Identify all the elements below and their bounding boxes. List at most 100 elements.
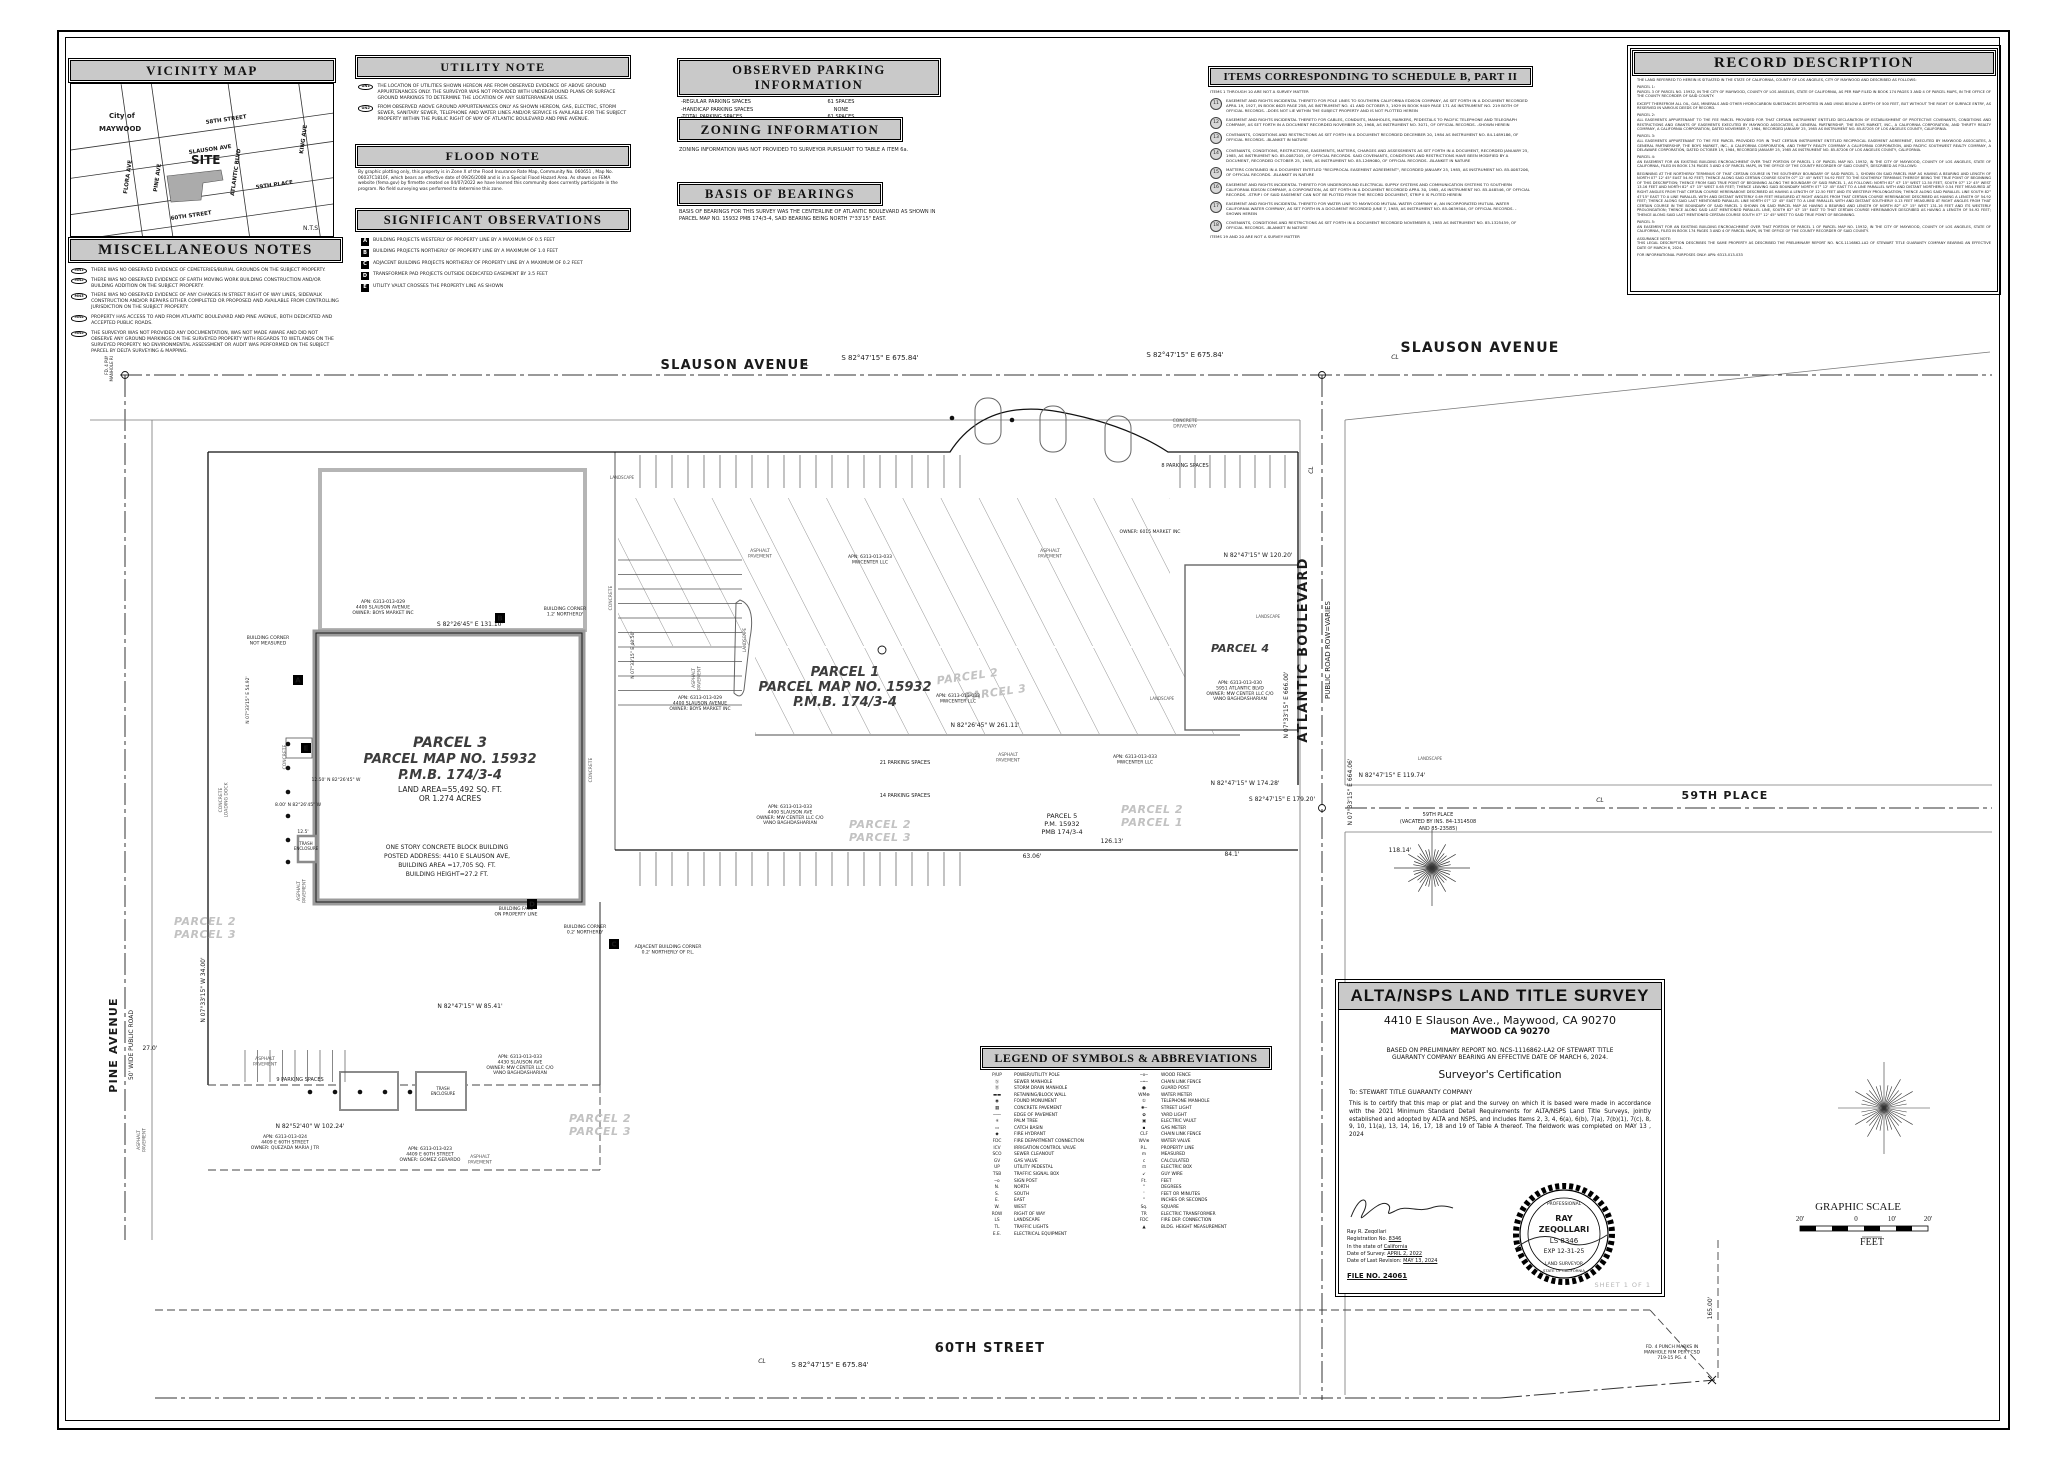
observation-tag: B bbox=[361, 249, 369, 257]
flood-note-panel: FLOOD NOTE By graphic plotting only, thi… bbox=[354, 143, 632, 195]
legend-item: ◉FOUND MONUMENT bbox=[984, 1100, 1121, 1105]
seal-name2: ZEQOLLARI bbox=[1539, 1225, 1589, 1234]
legend-label: TELEPHONE MANHOLE bbox=[1161, 1099, 1210, 1105]
legend-symbol-icon: N. bbox=[994, 1185, 1000, 1191]
plan-label: 118.14' bbox=[1389, 847, 1412, 854]
legend-column-2: ─x─WOOD FENCE─•─CHAIN LINK FENCE●GUARD P… bbox=[1131, 1072, 1268, 1237]
plan-label: BUILDING AREA =17,705 SQ. FT. bbox=[398, 862, 496, 869]
plan-label: ATLANTIC BOULEVARD bbox=[1296, 557, 1311, 742]
seal-exp: EXP 12-31-25 bbox=[1544, 1248, 1585, 1255]
legend-symbol-icon: ─x─ bbox=[1140, 1072, 1148, 1078]
legend-symbol-icon: FDC bbox=[1139, 1218, 1149, 1224]
vicinity-street: 60TH STREET bbox=[170, 210, 212, 222]
plan-label: N 82°47'15" W 85.41' bbox=[437, 1003, 503, 1010]
legend-label: CONCRETE PAVEMENT bbox=[1014, 1105, 1062, 1111]
boundary-dashed bbox=[155, 1084, 1719, 1379]
plan-label: N 07°33'15" E 54.92' bbox=[245, 676, 251, 723]
plan-label: P.M. 15932 bbox=[1044, 820, 1079, 828]
surveyor-row-value: California bbox=[1383, 1243, 1408, 1250]
schedule-item-number: 18 bbox=[1210, 220, 1222, 233]
scale-compass bbox=[1838, 1062, 1930, 1154]
plan-label: GRAPHIC SCALE bbox=[1815, 1201, 1901, 1213]
plan-label: LANDSCAPE bbox=[1150, 696, 1175, 701]
plan-label: PARCEL 3 bbox=[174, 928, 236, 941]
record-paragraph: THE LAND REFERRED TO HEREIN IS SITUATED … bbox=[1637, 78, 1917, 82]
note-item: B BUILDING PROJECTS NORTHERLY OF PROPERTY… bbox=[361, 249, 625, 257]
surveyor-row-value: APRIL 2, 2022 bbox=[1387, 1250, 1423, 1257]
plan-label: PARCEL 5 bbox=[1047, 812, 1078, 820]
legend-symbol-icon: ✳ bbox=[995, 1119, 999, 1125]
plan-label: 63.06' bbox=[1023, 853, 1042, 860]
plan-label: 84.1' bbox=[1224, 851, 1239, 858]
street-centerlines bbox=[120, 374, 1992, 1400]
surveyor-row-value: MAY 13, 2024 bbox=[1403, 1258, 1438, 1264]
legend-symbol-icon: TR bbox=[1141, 1211, 1147, 1217]
legend-symbol-icon: ✿ bbox=[1142, 1112, 1146, 1118]
flood-note-text: By graphic plotting only, this property … bbox=[358, 170, 618, 193]
legend-item: E.E.ELECTRICAL EQUIPMENT bbox=[984, 1232, 1121, 1238]
legend-symbol-icon: ↙ bbox=[1142, 1172, 1146, 1178]
note-text: UTILITY VAULT CROSSES THE PROPERTY LINE … bbox=[373, 283, 504, 289]
legend-symbol-icon: c bbox=[1142, 1158, 1146, 1164]
vicinity-street: SLAUSON AVE bbox=[188, 144, 232, 156]
note-text: COVENANTS, CONDITIONS AND RESTRICTIONS A… bbox=[1226, 132, 1519, 143]
legend-symbol-icon: W. bbox=[994, 1205, 1000, 1211]
legend-symbol-icon: ◆ bbox=[995, 1132, 999, 1138]
vicinity-title: VICINITY MAP bbox=[67, 57, 337, 84]
legend-label: FIRE HYDRANT bbox=[1014, 1132, 1046, 1138]
adjacent-building bbox=[318, 468, 587, 632]
legend-label: WEST bbox=[1014, 1205, 1027, 1211]
note-tag: MN3 bbox=[71, 293, 88, 300]
legend-symbol-icon: GV bbox=[993, 1158, 1001, 1164]
cert-to: To: STEWART TITLE GUARANTY COMPANY bbox=[1349, 1089, 1473, 1096]
legend-item: ─•─CHAIN LINK FENCE bbox=[1131, 1080, 1268, 1086]
plan-label: PARCEL 3 bbox=[849, 831, 911, 844]
seal-ls: LS 8346 bbox=[1550, 1237, 1579, 1245]
plan-label: PARCEL 4 bbox=[1211, 642, 1269, 655]
legend-label: SIGN POST bbox=[1014, 1178, 1038, 1184]
vicinity-street: FLORA AVE bbox=[123, 159, 134, 194]
legend-item: ✺─STREET LIGHT bbox=[1131, 1106, 1268, 1112]
legend-label: FEET bbox=[1161, 1178, 1172, 1184]
plan-label: 21 PARKING SPACES bbox=[880, 760, 931, 766]
legend-symbol-icon: Ft. bbox=[1141, 1178, 1147, 1184]
surveyor-row: In the state of California bbox=[1347, 1243, 1408, 1250]
plan-label: PUBLIC ROAD ROW=VARIES bbox=[1324, 600, 1332, 699]
plan-label: OR 1.274 ACRES bbox=[419, 794, 482, 803]
monument-symbols bbox=[121, 371, 1717, 1385]
legend-symbol-icon: UP bbox=[994, 1165, 1000, 1171]
legend-label: WATER VALVE bbox=[1161, 1138, 1191, 1144]
surveyor-name: Ray R. Zeqollari bbox=[1347, 1229, 1387, 1235]
plan-label: 59TH PLACE bbox=[1681, 789, 1768, 802]
legend-label: FOUND MONUMENT bbox=[1014, 1099, 1057, 1105]
legend-symbol-icon: ▲ bbox=[1142, 1224, 1146, 1230]
note-text: EASEMENT AND RIGHTS INCIDENTAL THERETO F… bbox=[1226, 182, 1531, 198]
plan-label: BUILDING HEIGHT=27.2 FT. bbox=[406, 871, 489, 878]
plan-label: 12.50' N 82°26'45" W bbox=[312, 777, 362, 783]
plan-label: 126.13' bbox=[1101, 838, 1124, 845]
legend-label: WATER METER bbox=[1161, 1092, 1193, 1098]
legend-symbol-icon: ⊡ bbox=[1142, 1165, 1146, 1171]
curb-islands bbox=[733, 397, 1132, 697]
plan-label: CL bbox=[801, 361, 809, 368]
plan-label: 27.0' bbox=[142, 1045, 157, 1052]
legend-symbol-icon: ▦ bbox=[994, 1105, 1000, 1111]
note-text: THERE WAS NO OBSERVED EVIDENCE OF ANY CH… bbox=[91, 293, 339, 311]
record-paragraph: FOR INFORMATIONAL PURPOSES ONLY: APN: 63… bbox=[1637, 252, 1743, 257]
note-text: BUILDING PROJECTS NORTHERLY OF PROPERTY … bbox=[373, 249, 558, 254]
